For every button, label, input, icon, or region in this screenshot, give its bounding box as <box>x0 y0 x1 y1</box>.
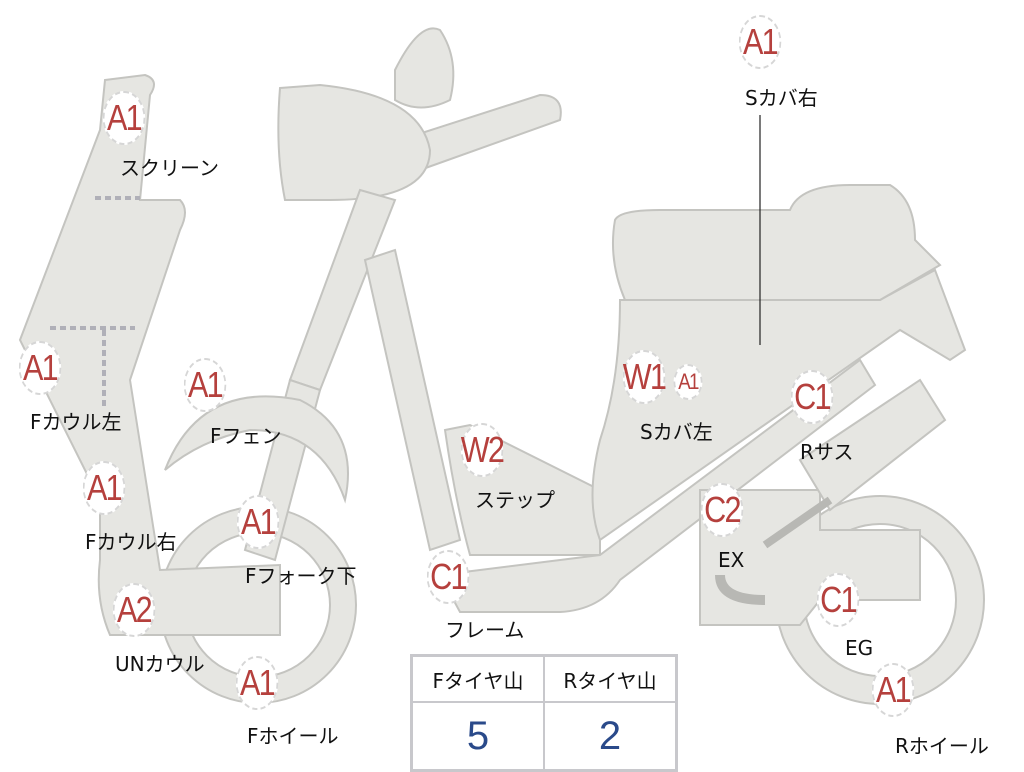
part-label: EX <box>718 548 745 572</box>
part-label: Sカバ左 <box>640 420 713 444</box>
grade-badge: C2 <box>700 483 744 537</box>
grade-badge-secondary: A1 <box>673 364 703 400</box>
grade-badge: A1 <box>236 495 280 549</box>
grade-badge: A1 <box>871 663 915 717</box>
part-label: Fフォーク下 <box>245 564 357 588</box>
grade-badge: A1 <box>183 358 227 412</box>
front-tire-value: 5 <box>410 701 545 772</box>
grade-badge: A1 <box>738 15 782 69</box>
rear-tire-value: 2 <box>543 701 678 772</box>
grade-badge: C1 <box>816 573 860 627</box>
tire-tread-table: Fタイヤ山 Rタイヤ山 5 2 <box>410 654 678 772</box>
part-label: Sカバ右 <box>745 86 818 110</box>
grade-badge: A1 <box>235 656 279 710</box>
grade-badge: C1 <box>426 550 470 604</box>
rear-tire-header: Rタイヤ山 <box>543 654 678 703</box>
grade-badge: A1 <box>102 91 146 145</box>
part-label: Fカウル右 <box>85 530 177 554</box>
part-label: Fカウル左 <box>30 410 122 434</box>
grade-badge: C1 <box>790 370 834 424</box>
part-label: EG <box>845 636 874 660</box>
part-label: Fフェン <box>210 424 282 448</box>
part-label: フレーム <box>445 618 525 642</box>
part-label: Rサス <box>800 440 854 464</box>
grade-badge: W2 <box>460 423 505 477</box>
grade-badge: A1 <box>82 461 126 515</box>
front-tire-header: Fタイヤ山 <box>410 654 545 703</box>
part-label: スクリーン <box>120 156 219 180</box>
part-label: UNカウル <box>115 652 205 676</box>
grade-badge: A2 <box>112 583 156 637</box>
part-label: Rホイール <box>895 734 989 758</box>
grade-badge: A1 <box>18 341 62 395</box>
grade-badge: W1 <box>622 350 667 404</box>
part-label: Fホイール <box>247 724 339 748</box>
part-label: ステップ <box>475 488 555 512</box>
